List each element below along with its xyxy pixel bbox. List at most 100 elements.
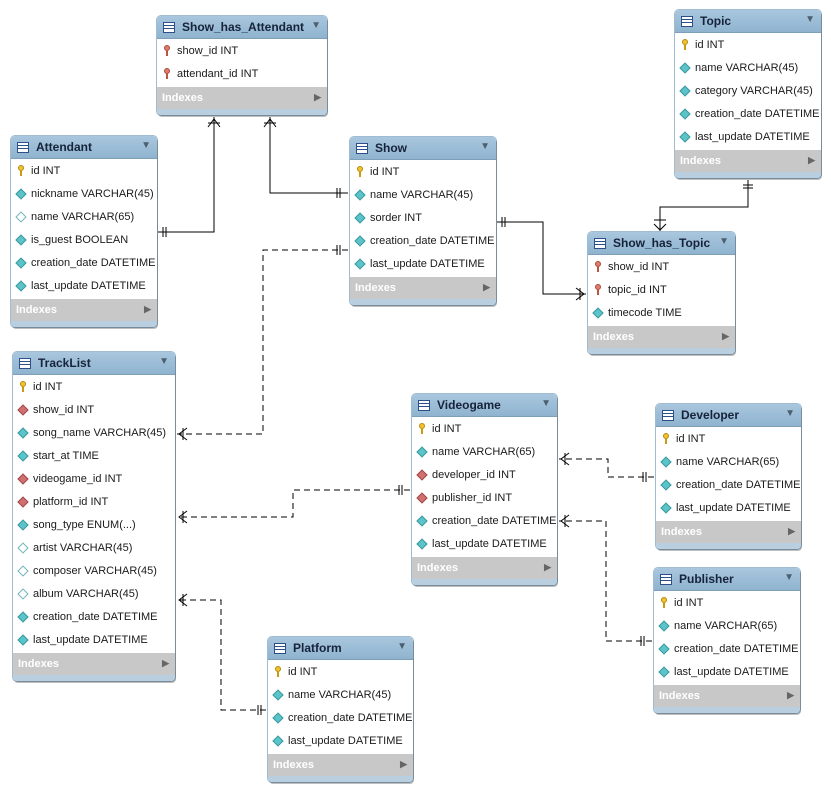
column-row[interactable]: id INT [350,160,496,183]
column-row[interactable]: creation_date DATETIME [13,605,175,628]
collapse-arrow-icon[interactable]: ▼ [785,408,795,419]
column-row[interactable]: creation_date DATETIME [268,706,413,729]
indexes-section[interactable]: Indexes▶ [588,326,735,348]
column-row[interactable]: attendant_id INT [157,62,327,85]
expand-arrow-icon[interactable]: ▶ [144,304,151,314]
column-row[interactable]: name VARCHAR(45) [350,183,496,206]
table-header[interactable]: Show_has_Topic▼ [588,232,735,255]
column-row[interactable]: developer_id INT [412,463,557,486]
expand-arrow-icon[interactable]: ▶ [722,331,729,341]
column-row[interactable]: name VARCHAR(65) [656,450,801,473]
column-row[interactable]: creation_date DATETIME [350,229,496,252]
table-header[interactable]: Show_has_Attendant▼ [157,16,327,39]
column-row[interactable]: album VARCHAR(45) [13,582,175,605]
collapse-arrow-icon[interactable]: ▼ [541,398,551,409]
column-row[interactable]: creation_date DATETIME [11,251,157,274]
column-row[interactable]: creation_date DATETIME [675,102,821,125]
indexes-section[interactable]: Indexes▶ [268,754,413,776]
collapse-arrow-icon[interactable]: ▼ [719,236,729,247]
column-row[interactable]: timecode TIME [588,301,735,324]
column-row[interactable]: id INT [654,591,800,614]
column-row[interactable]: show_id INT [13,398,175,421]
column-row[interactable]: song_name VARCHAR(45) [13,421,175,444]
column-row[interactable]: topic_id INT [588,278,735,301]
column-row[interactable]: id INT [13,375,175,398]
expand-arrow-icon[interactable]: ▶ [808,155,815,165]
column-row[interactable]: is_guest BOOLEAN [11,228,157,251]
column-row[interactable]: name VARCHAR(65) [412,440,557,463]
column-row[interactable]: show_id INT [157,39,327,62]
column-row[interactable]: last_update DATETIME [654,660,800,683]
column-row[interactable]: name VARCHAR(45) [268,683,413,706]
column-row[interactable]: last_update DATETIME [412,532,557,555]
column-row[interactable]: creation_date DATETIME [412,509,557,532]
column-row[interactable]: last_update DATETIME [350,252,496,275]
table-header[interactable]: Attendant▼ [11,136,157,159]
column-row[interactable]: id INT [675,33,821,56]
column-row[interactable]: platform_id INT [13,490,175,513]
column-row[interactable]: composer VARCHAR(45) [13,559,175,582]
expand-arrow-icon[interactable]: ▶ [314,92,321,102]
table-header[interactable]: Publisher▼ [654,568,800,591]
table-header[interactable]: Platform▼ [268,637,413,660]
column-row[interactable]: category VARCHAR(45) [675,79,821,102]
expand-arrow-icon[interactable]: ▶ [544,562,551,572]
indexes-section[interactable]: Indexes▶ [11,299,157,321]
collapse-arrow-icon[interactable]: ▼ [311,20,321,31]
column-row[interactable]: start_at TIME [13,444,175,467]
column-row[interactable]: show_id INT [588,255,735,278]
column-row[interactable]: nickname VARCHAR(45) [11,182,157,205]
column-row[interactable]: publisher_id INT [412,486,557,509]
indexes-section[interactable]: Indexes▶ [157,87,327,109]
expand-arrow-icon[interactable]: ▶ [400,759,407,769]
table-header[interactable]: Developer▼ [656,404,801,427]
column-row[interactable]: last_update DATETIME [13,628,175,651]
expand-arrow-icon[interactable]: ▶ [483,282,490,292]
table-header[interactable]: Topic▼ [675,10,821,33]
column-row[interactable]: name VARCHAR(65) [654,614,800,637]
column-row[interactable]: videogame_id INT [13,467,175,490]
column-row[interactable]: last_update DATETIME [268,729,413,752]
column-row[interactable]: id INT [412,417,557,440]
column-row[interactable]: id INT [268,660,413,683]
column-row[interactable]: id INT [656,427,801,450]
table-header[interactable]: Videogame▼ [412,394,557,417]
indexes-section[interactable]: Indexes▶ [656,521,801,543]
expand-arrow-icon[interactable]: ▶ [788,526,795,536]
column-row[interactable]: last_update DATETIME [11,274,157,297]
indexes-section[interactable]: Indexes▶ [13,653,175,675]
collapse-arrow-icon[interactable]: ▼ [805,14,815,25]
indexes-section[interactable]: Indexes▶ [412,557,557,579]
column-row[interactable]: name VARCHAR(65) [11,205,157,228]
column-row[interactable]: artist VARCHAR(45) [13,536,175,559]
table-header[interactable]: TrackList▼ [13,352,175,375]
column-row[interactable]: creation_date DATETIME [654,637,800,660]
column-row[interactable]: last_update DATETIME [656,496,801,519]
column-row[interactable]: creation_date DATETIME [656,473,801,496]
column-row[interactable]: song_type ENUM(...) [13,513,175,536]
collapse-arrow-icon[interactable]: ▼ [784,572,794,583]
collapse-arrow-icon[interactable]: ▼ [141,140,151,151]
column-row[interactable]: sorder INT [350,206,496,229]
indexes-section[interactable]: Indexes▶ [654,685,800,707]
column-row[interactable]: last_update DATETIME [675,125,821,148]
table-header[interactable]: Show▼ [350,137,496,160]
column-row[interactable]: name VARCHAR(45) [675,56,821,79]
expand-arrow-icon[interactable]: ▶ [162,658,169,668]
expand-arrow-icon[interactable]: ▶ [787,690,794,700]
indexes-section[interactable]: Indexes▶ [675,150,821,172]
collapse-arrow-icon[interactable]: ▼ [159,356,169,367]
collapse-arrow-icon[interactable]: ▼ [480,141,490,152]
collapse-arrow-icon[interactable]: ▼ [397,641,407,652]
column-row[interactable]: id INT [11,159,157,182]
